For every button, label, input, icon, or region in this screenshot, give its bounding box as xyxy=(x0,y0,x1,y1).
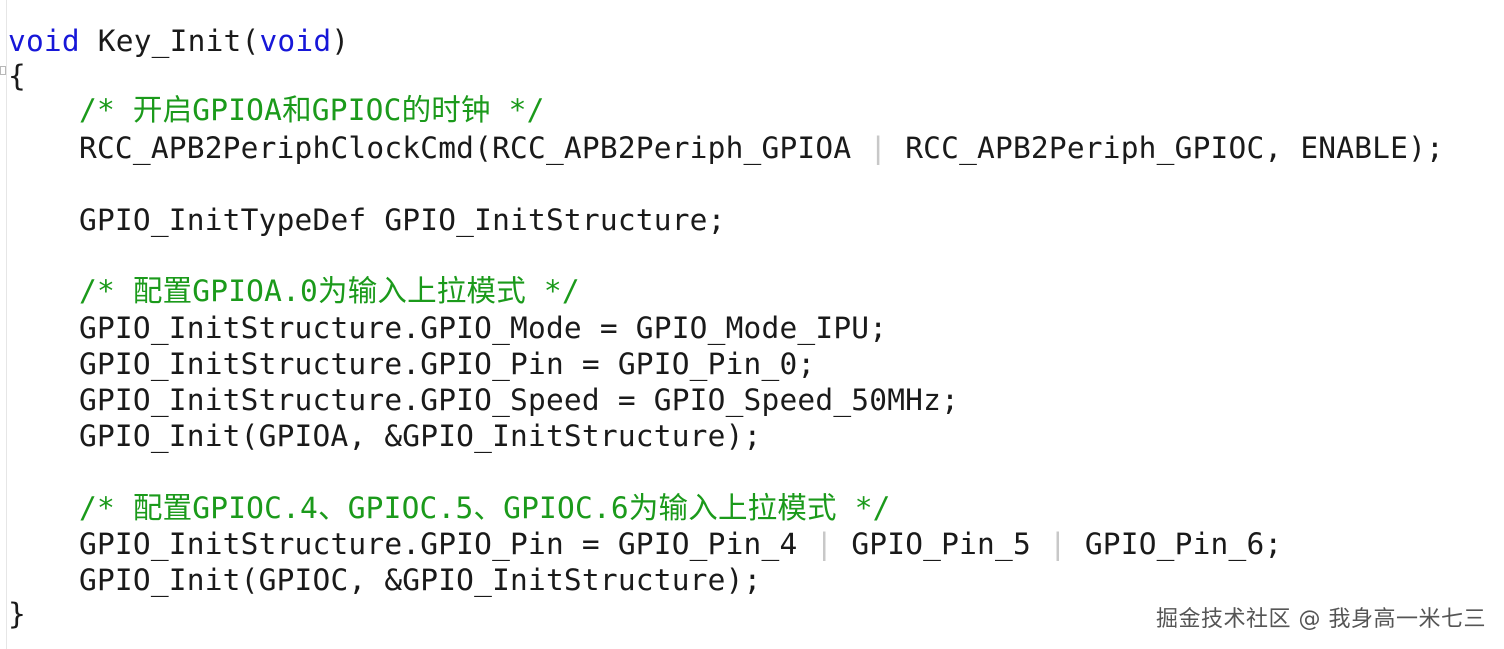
function-name: Key_Init( xyxy=(79,24,260,58)
code-segment: GPIO_Pin_6; xyxy=(1066,527,1283,561)
keyword: void xyxy=(8,24,80,58)
code-segment: GPIO_Pin_5 xyxy=(833,527,1049,561)
code-line-16: GPIO_Init(GPIOC, &GPIO_InitStructure); xyxy=(79,563,762,597)
code-segment: RCC_APB2Periph_GPIOC, ENABLE); xyxy=(887,131,1445,165)
comment-line: /* 开启GPIOA和GPIOC的时钟 */ xyxy=(79,93,545,127)
code-line-10: GPIO_InitStructure.GPIO_Pin = GPIO_Pin_0… xyxy=(79,347,816,381)
gutter-divider xyxy=(6,0,7,649)
code-line-6: GPIO_InitTypeDef GPIO_InitStructure; xyxy=(79,203,726,237)
code-line-1: void Key_Init(void) xyxy=(8,23,349,59)
pipe-operator: | xyxy=(1048,527,1067,561)
pipe-operator: | xyxy=(869,131,888,165)
fold-toggle-icon[interactable] xyxy=(0,66,6,75)
comment-line: /* 配置GPIOC.4、GPIOC.5、GPIOC.6为输入上拉模式 */ xyxy=(79,491,891,525)
code-line-4: RCC_APB2PeriphClockCmd(RCC_APB2Periph_GP… xyxy=(79,130,1444,166)
code-line-15: GPIO_InitStructure.GPIO_Pin = GPIO_Pin_4… xyxy=(79,526,1282,562)
pipe-operator: | xyxy=(815,527,834,561)
code-segment: GPIO_InitStructure.GPIO_Pin = GPIO_Pin_4 xyxy=(79,527,816,561)
comment-line: /* 配置GPIOA.0为输入上拉模式 */ xyxy=(79,274,580,308)
code-line-2: { xyxy=(8,59,26,93)
keyword: void xyxy=(259,24,332,58)
watermark-text: 掘金技术社区 @ 我身高一米七三 xyxy=(1156,607,1486,632)
paren: ) xyxy=(331,24,350,58)
code-line-9: GPIO_InitStructure.GPIO_Mode = GPIO_Mode… xyxy=(79,311,888,345)
code-segment: RCC_APB2PeriphClockCmd(RCC_APB2Periph_GP… xyxy=(79,131,870,165)
code-line-12: GPIO_Init(GPIOA, &GPIO_InitStructure); xyxy=(79,419,762,453)
code-line-11: GPIO_InitStructure.GPIO_Speed = GPIO_Spe… xyxy=(79,383,960,417)
code-line-17: } xyxy=(8,597,26,631)
